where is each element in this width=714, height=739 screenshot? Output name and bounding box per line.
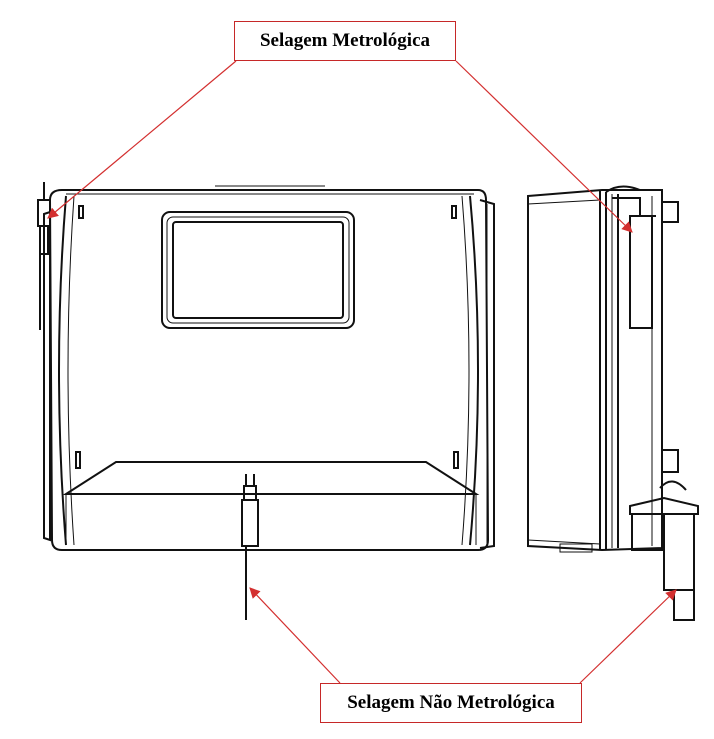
- pointer-metrological-side: [455, 60, 633, 233]
- meter-side-view: [527, 185, 699, 621]
- metrological-seal-side: [605, 185, 656, 329]
- display-window: [161, 211, 355, 329]
- metrological-seal-label: Selagem Metrológica: [234, 21, 456, 61]
- non-metrological-seal-front: [241, 474, 259, 620]
- pointer-metrological-front: [47, 60, 237, 219]
- meter-front-view: [37, 182, 495, 620]
- non-metrological-seal-label: Selagem Não Metrológica: [320, 683, 582, 723]
- terminal-cover: [62, 461, 480, 545]
- pointer-non-metrological-front: [249, 587, 341, 684]
- leader-lines: [47, 60, 677, 684]
- non-metrological-seal-side: [629, 480, 699, 621]
- pointer-non-metrological-side: [579, 589, 677, 684]
